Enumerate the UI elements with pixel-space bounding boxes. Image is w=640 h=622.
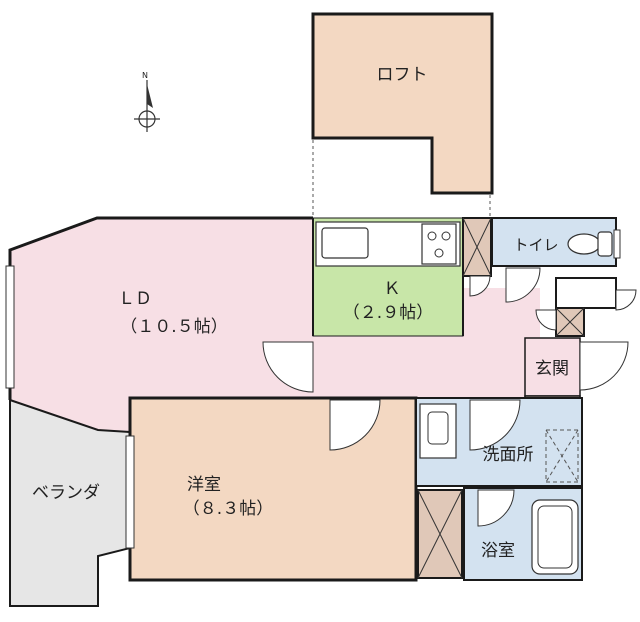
veranda [9,398,131,607]
stove-icon [421,223,457,265]
shoe-box-door-icon [535,309,557,331]
western-door-icon [329,399,381,451]
burner-icon [434,248,444,258]
closet-cross-icon [462,217,492,277]
ld-label: ＬＤ [118,289,152,309]
kitchen-label: Ｋ [384,279,401,299]
shoe-box-cross-icon [555,307,585,337]
toilet-label: トイレ [513,236,558,254]
washbasin-icon [419,403,457,459]
loft-room [311,12,494,195]
window-western-left [125,435,135,549]
bathroom-label: 浴室 [481,541,515,561]
ld-door-icon [262,341,314,393]
veranda-label: ベランダ [32,483,100,503]
compass-north-label: N [142,71,148,80]
western-closet-cross-icon [417,489,463,579]
window-ld-left [5,265,15,389]
washroom-door-icon [469,399,521,451]
western-size-label: （８.３帖） [183,499,273,519]
hallway [313,336,525,400]
loft-label: ロフト [377,65,428,85]
washroom-label: 洗面所 [483,445,534,465]
entrance-label: 玄関 [535,359,569,379]
bathroom-door-icon [477,489,515,527]
basin-bowl-icon [427,411,449,445]
washer-space-icon [545,429,579,483]
window-toilet [613,229,621,259]
entrance-door-icon [579,341,629,391]
compass-icon [134,80,160,132]
washer-space [545,429,579,483]
closet-door-icon [469,275,491,297]
burner-icon [427,231,437,241]
toilet-icon [567,231,613,257]
entrance-closet-door-icon [615,289,637,311]
kitchen-size-label: （２.９帖） [343,303,433,323]
western-label: 洋室 [187,475,221,495]
ld-size-label: （１０.５帖） [120,317,227,337]
bathtub-inner-icon [537,505,573,569]
bathtub-icon [531,499,579,575]
burner-icon [441,231,451,241]
entrance-closet [555,277,617,309]
sink-icon [321,227,369,259]
toilet-door-icon [505,267,541,303]
